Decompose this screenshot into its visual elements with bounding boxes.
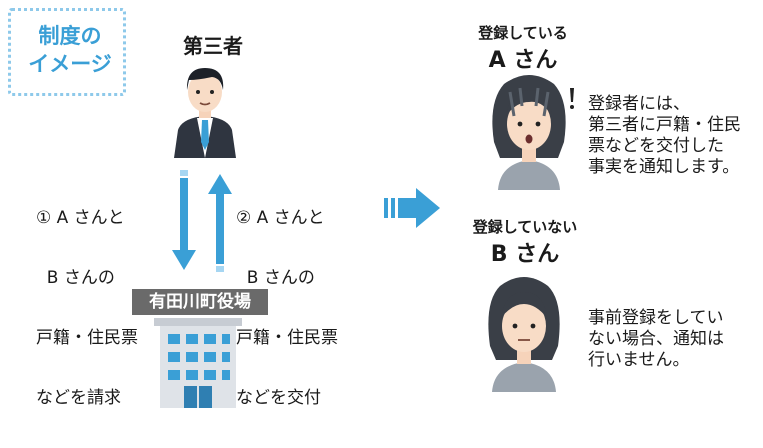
scheme-badge: 制度の イメージ bbox=[8, 8, 126, 96]
office-building-icon bbox=[154, 318, 242, 408]
third-party-label: 第三者 bbox=[183, 34, 243, 58]
issue-line-2: B さんの bbox=[236, 268, 315, 288]
notice-b-line-3: 行いません。 bbox=[588, 350, 690, 370]
notice-a-line-1: 登録者には、 bbox=[588, 94, 690, 114]
notice-a-line-4: 事実を通知します。 bbox=[588, 157, 740, 177]
woman-surprised-icon bbox=[492, 75, 566, 190]
person-a-name: A さん bbox=[488, 48, 558, 73]
notice-a-line-2: 第三者に戸籍・住民 bbox=[588, 115, 741, 135]
issue-line-4: などを交付 bbox=[236, 388, 321, 408]
issue-line-1: ② A さんと bbox=[236, 208, 325, 228]
badge-line-1: 制度の bbox=[38, 24, 102, 48]
notice-text-b: 事前登録をしてい ない場合、通知は 行いません。 bbox=[588, 308, 724, 371]
woman-neutral-icon bbox=[488, 277, 560, 392]
arrow-up-icon bbox=[208, 174, 232, 272]
businessman-icon bbox=[174, 68, 236, 158]
notice-text-a: 登録者には、 第三者に戸籍・住民 票などを交付した 事実を通知します。 bbox=[588, 94, 741, 178]
exclamation-icon bbox=[570, 88, 574, 109]
notice-a-line-3: 票などを交付した bbox=[588, 136, 724, 156]
person-a-status: 登録している bbox=[478, 24, 568, 42]
person-b-name: B さん bbox=[490, 242, 560, 267]
notice-b-line-2: ない場合、通知は bbox=[588, 329, 724, 349]
issue-step-text: ② A さんと B さんの 戸籍・住民票 などを交付 bbox=[236, 168, 338, 448]
arrow-down-icon bbox=[172, 170, 196, 270]
request-line-3: 戸籍・住民票 bbox=[36, 328, 138, 348]
issue-line-3: 戸籍・住民票 bbox=[236, 328, 338, 348]
badge-line-2: イメージ bbox=[28, 52, 112, 76]
request-step-text: ① A さんと B さんの 戸籍・住民票 などを請求 bbox=[36, 168, 138, 448]
person-b-status: 登録していない bbox=[472, 218, 578, 236]
request-line-2: B さんの bbox=[36, 268, 115, 288]
request-line-4: などを請求 bbox=[36, 388, 121, 408]
request-line-1: ① A さんと bbox=[36, 208, 125, 228]
diagram-canvas: 制度の イメージ 第三者 ① A さんと B さんの 戸籍・住民票 などを請求 … bbox=[8, 8, 741, 408]
arrow-right-icon bbox=[384, 188, 440, 228]
town-office-label: 有田川町役場 bbox=[132, 289, 268, 315]
notice-b-line-1: 事前登録をしてい bbox=[588, 308, 724, 328]
